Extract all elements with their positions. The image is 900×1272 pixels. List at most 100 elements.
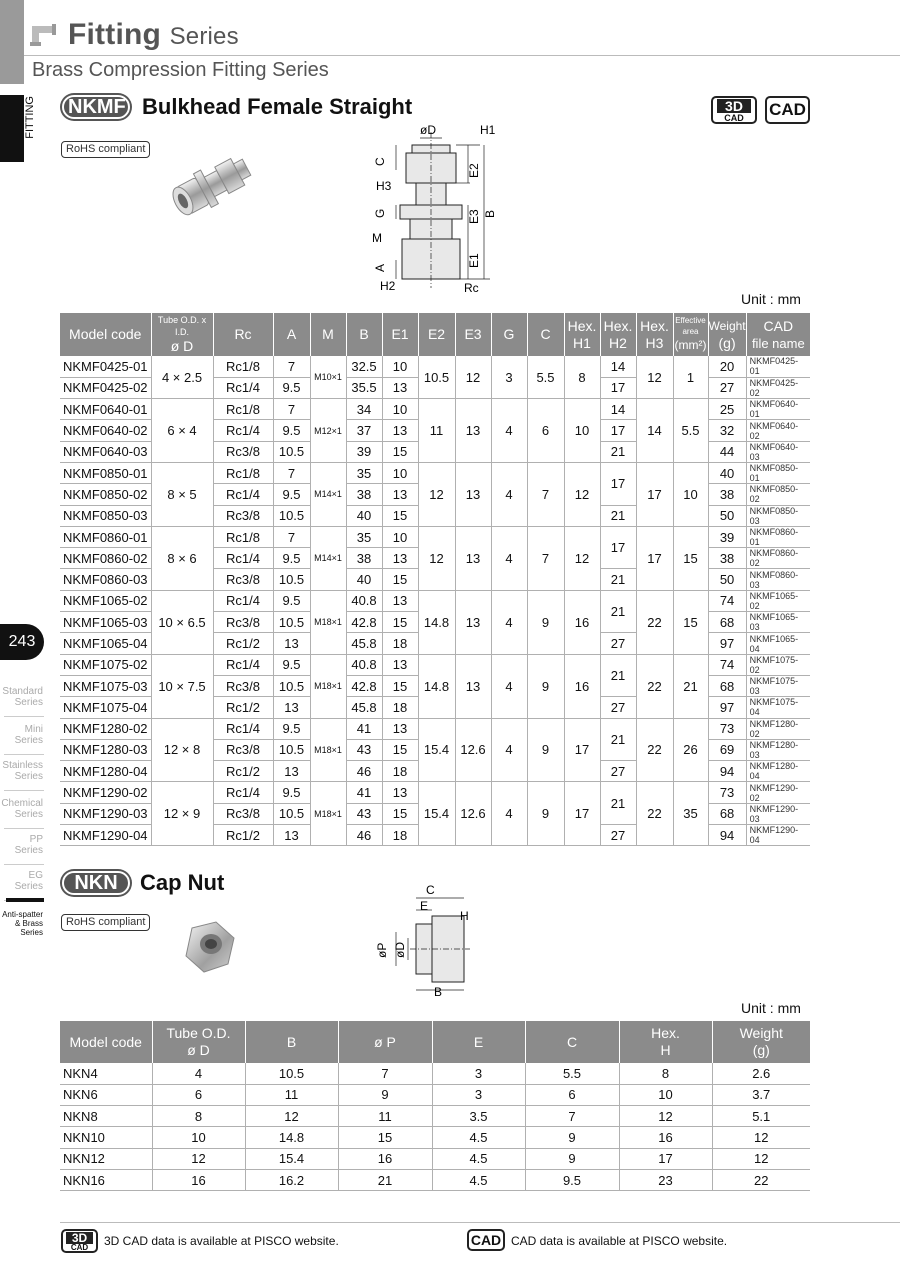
cad-file-cell[interactable]: NKMF1065-03 <box>746 611 810 634</box>
side-series-item[interactable]: Chemical Series <box>1 798 43 820</box>
b-cell: 11 <box>245 1084 339 1107</box>
cad-file-cell[interactable]: NKMF1290-03 <box>746 803 810 826</box>
h2-cell: 21 <box>600 718 637 762</box>
col-tube-sub: ø D <box>170 338 194 354</box>
rc-cell: Rc1/2 <box>213 632 274 655</box>
h-cell: 8 <box>619 1063 713 1085</box>
cad-icon[interactable]: CAD <box>765 96 810 124</box>
col-model-code-label: Model code <box>69 326 142 342</box>
col-model-code: Model code <box>60 313 152 356</box>
a-cell: 10.5 <box>273 675 311 698</box>
cad-file-cell[interactable]: NKMF1280-03 <box>746 739 810 762</box>
a-cell: 10.5 <box>273 611 311 634</box>
side-series-item[interactable]: PP Series <box>14 834 43 856</box>
cad-file-cell[interactable]: NKMF0860-01 <box>746 526 810 549</box>
nkn-badge: NKN <box>60 869 132 897</box>
weight-cell: 3.7 <box>712 1084 810 1107</box>
side-series-divider <box>4 828 44 829</box>
e1-cell: 10 <box>382 462 419 485</box>
side-series-item[interactable]: EG Series <box>14 870 43 892</box>
nkn-col-header-line: H <box>660 1042 671 1058</box>
e1-cell: 15 <box>382 505 419 527</box>
e1-cell: 13 <box>382 590 419 613</box>
h2-cell: 21 <box>600 441 637 463</box>
b-cell: 16.2 <box>245 1169 339 1192</box>
b-cell: 38 <box>346 547 383 570</box>
dim-label-m: M <box>372 231 382 245</box>
c-cell: 5.5 <box>525 1063 620 1085</box>
cad-file-cell[interactable]: NKMF1280-02 <box>746 718 810 740</box>
model-code-cell: NKMF0860-02 <box>60 547 152 570</box>
3d-cad-icon[interactable]: 3D CAD <box>711 96 757 124</box>
col-rc: Rc <box>213 313 274 356</box>
side-series-item[interactable]: Stainless Series <box>2 760 43 782</box>
e1-cell: 15 <box>382 803 419 826</box>
side-series-item[interactable]: Anti-spatter & Brass Series <box>2 910 43 937</box>
cad-file-cell[interactable]: NKMF1065-04 <box>746 632 810 655</box>
weight-cell: 12 <box>712 1126 810 1149</box>
e-cell: 4.5 <box>432 1126 526 1149</box>
h-cell: 12 <box>619 1105 713 1128</box>
h3-cell: 14 <box>636 398 674 463</box>
e1-cell: 13 <box>382 377 419 400</box>
e3-cell: 13 <box>455 398 492 463</box>
cad-file-cell[interactable]: NKMF1075-03 <box>746 675 810 698</box>
h2-cell: 14 <box>600 398 637 421</box>
dim-label-a: A <box>373 264 387 272</box>
cad-file-cell[interactable]: NKMF0860-02 <box>746 547 810 570</box>
c-cell: 5.5 <box>527 356 565 400</box>
model-code-cell: NKMF1065-03 <box>60 611 152 634</box>
side-series-item[interactable]: Standard Series <box>2 686 43 708</box>
fitting-tab <box>0 95 24 162</box>
col-h2-top: Hex. <box>603 317 633 334</box>
cad-file-cell[interactable]: NKMF0425-01 <box>746 356 810 378</box>
nkmf-title: Bulkhead Female Straight <box>142 94 413 119</box>
a-cell: 13 <box>273 760 311 783</box>
dim-label-op: øP <box>375 943 389 958</box>
b-cell: 41 <box>346 718 383 740</box>
op-cell: 16 <box>338 1148 433 1170</box>
m-cell: M12×1 <box>310 398 347 463</box>
nkmf-spec-table: Model code Tube O.D. x I.D.ø D Rc A M B … <box>60 313 810 847</box>
c-cell: 9 <box>527 781 565 847</box>
cad-file-cell[interactable]: NKMF0850-03 <box>746 505 810 527</box>
cad-file-cell[interactable]: NKMF1290-02 <box>746 781 810 804</box>
cad-file-cell[interactable]: NKMF0860-03 <box>746 568 810 591</box>
nkn-col-header-line: Model code <box>69 1033 142 1050</box>
cad-file-cell[interactable]: NKMF0640-02 <box>746 419 810 442</box>
e2-cell: 14.8 <box>418 654 456 719</box>
footer-cad-icon[interactable]: CAD <box>467 1229 505 1251</box>
h2-cell: 21 <box>600 654 637 698</box>
cad-file-cell[interactable]: NKMF1065-02 <box>746 590 810 613</box>
cad-file-cell[interactable]: NKMF1280-04 <box>746 760 810 783</box>
nkn-col-header: E <box>432 1021 526 1063</box>
weight-cell: 20 <box>708 356 747 378</box>
m-cell: M18×1 <box>310 590 347 655</box>
cad-file-cell[interactable]: NKMF0640-03 <box>746 441 810 463</box>
rc-cell: Rc3/8 <box>213 441 274 463</box>
footer-cad-note: CAD data is available at PISCO website. <box>511 1234 728 1248</box>
model-code-cell: NKMF1280-02 <box>60 718 152 740</box>
dim-label-b2: B <box>434 985 442 999</box>
e3-cell: 12.6 <box>455 781 492 847</box>
h2-cell: 27 <box>600 632 637 655</box>
rohs-badge-2: RoHS compliant <box>61 914 151 931</box>
cad-file-cell[interactable]: NKMF1075-02 <box>746 654 810 676</box>
col-h3-top: Hex. <box>640 317 669 334</box>
h2-cell: 14 <box>600 356 637 378</box>
footer-3d-cad-icon[interactable]: 3D CAD <box>61 1229 98 1253</box>
cad-file-cell[interactable]: NKMF0425-02 <box>746 377 810 400</box>
cad-file-cell[interactable]: NKMF0640-01 <box>746 398 810 421</box>
weight-cell: 40 <box>708 462 747 485</box>
cad-file-cell[interactable]: NKMF1075-04 <box>746 696 810 719</box>
side-series-item[interactable]: Mini Series <box>14 724 43 746</box>
cad-file-cell[interactable]: NKMF0850-02 <box>746 483 810 506</box>
cad-file-cell[interactable]: NKMF0850-01 <box>746 462 810 485</box>
cad-file-cell[interactable]: NKMF1290-04 <box>746 824 810 847</box>
model-code-cell: NKMF1075-04 <box>60 696 152 719</box>
e1-cell: 15 <box>382 611 419 634</box>
